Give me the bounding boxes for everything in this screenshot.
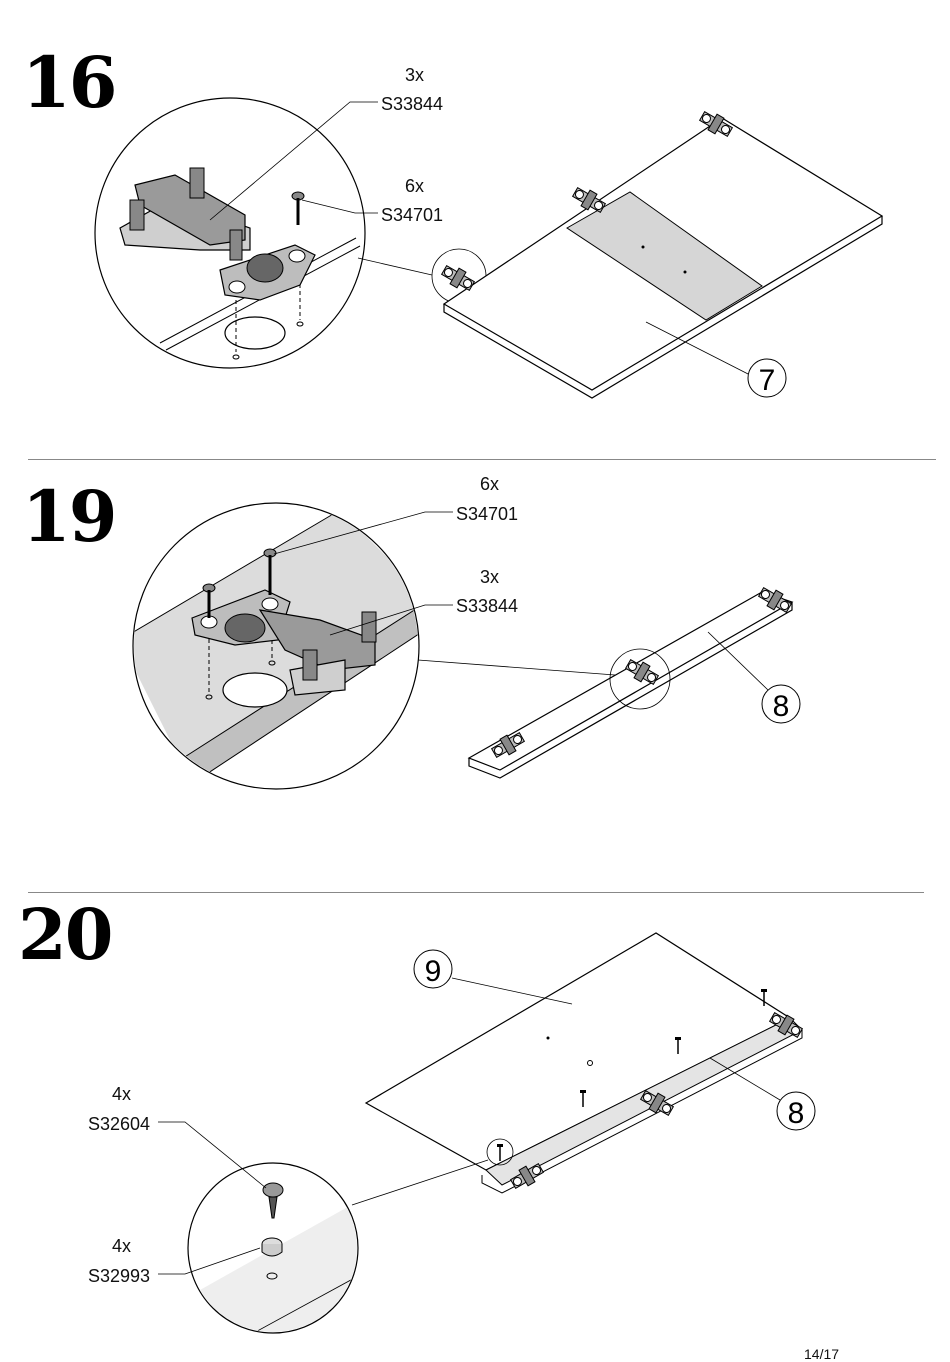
section-divider: [28, 892, 924, 893]
step-19-number: 19: [22, 475, 117, 558]
cam-dowel-icon: [261, 1237, 283, 1280]
step-16-illustration: 7: [94, 97, 884, 399]
screw-icon: [291, 191, 305, 225]
step-19-part-2-qty: 3x: [480, 567, 500, 587]
screw-icon: [202, 548, 277, 618]
hinge-icon: [191, 589, 377, 696]
step-20-illustration: 9 8: [158, 932, 816, 1334]
step-20-panel-9-label: 9: [425, 955, 442, 988]
step-20-part-1-code: S32604: [88, 1114, 151, 1134]
page-number: 14/17: [804, 1346, 840, 1362]
section-divider: [28, 459, 936, 460]
step-16-part-2-qty: 6x: [405, 176, 425, 196]
step-16-part-1-code: S33844: [381, 94, 444, 114]
step-20-panel-8-label: 8: [788, 1097, 805, 1130]
step-20-number: 20: [18, 893, 113, 976]
screw-icon: [262, 1182, 284, 1219]
step-16-part-2-code: S34701: [381, 205, 444, 225]
step-16-panel-label: 7: [759, 364, 776, 397]
step-19-part-1-code: S34701: [456, 504, 519, 524]
step-20-part-2-qty: 4x: [112, 1236, 132, 1256]
step-19-part-2-code: S33844: [456, 596, 519, 616]
step-20-part-1-qty: 4x: [112, 1084, 132, 1104]
step-20-part-2-code: S32993: [88, 1266, 151, 1286]
step-19-part-1-qty: 6x: [480, 474, 500, 494]
hinge-icon: [119, 167, 316, 301]
step-16-number: 16: [22, 41, 117, 124]
step-19-illustration: 8: [132, 502, 801, 790]
step-16-part-1-qty: 3x: [405, 65, 425, 85]
step-19-panel-label: 8: [773, 690, 790, 723]
